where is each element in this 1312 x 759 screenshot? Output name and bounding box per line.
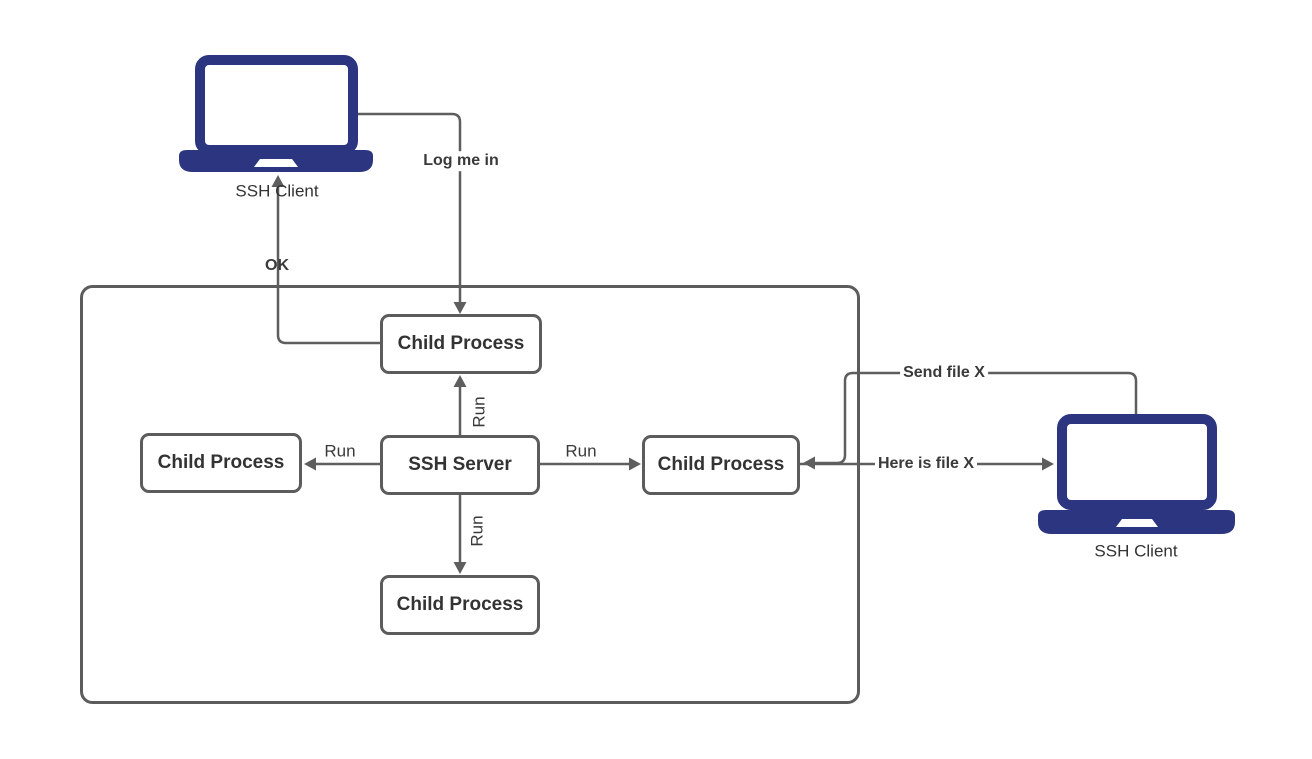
edge-label-send-file-x: Send file X: [900, 363, 988, 383]
node-child-process-left: Child Process: [140, 433, 302, 493]
edge-label-ok: OK: [265, 257, 289, 275]
edge-label-run-down: Run: [467, 515, 487, 547]
arrowhead-run-right: [629, 457, 641, 471]
edge-ok: [276, 184, 380, 345]
edge-label-log-me-in: Log me in: [420, 151, 502, 171]
edge-label-run-right: Run: [565, 441, 597, 461]
node-child-process-bottom: Child Process: [380, 575, 540, 635]
arrowhead-run-up: [453, 375, 467, 387]
arrowhead-run-left: [304, 457, 316, 471]
arrowhead-here-is-file-x: [1042, 457, 1054, 471]
edge-send-file-x: [811, 371, 1138, 465]
arrowhead-log-me-in: [453, 302, 467, 314]
laptop-icon-left: [179, 55, 373, 172]
arrowhead-send-file-x: [803, 456, 815, 470]
edge-log-me-in: [358, 112, 462, 305]
laptop-icon-right: [1038, 414, 1235, 534]
laptop-label-right: SSH Client: [1094, 541, 1178, 561]
edge-label-run-left: Run: [324, 441, 356, 461]
node-child-process-top: Child Process: [380, 314, 542, 374]
laptop-label-left: SSH Client: [235, 181, 319, 201]
node-child-process-right: Child Process: [642, 435, 800, 495]
edge-label-here-is-file-x: Here is file X: [874, 454, 978, 474]
node-ssh-server: SSH Server: [380, 435, 540, 495]
edge-label-run-up: Run: [469, 396, 489, 428]
arrowhead-run-down: [453, 562, 467, 574]
